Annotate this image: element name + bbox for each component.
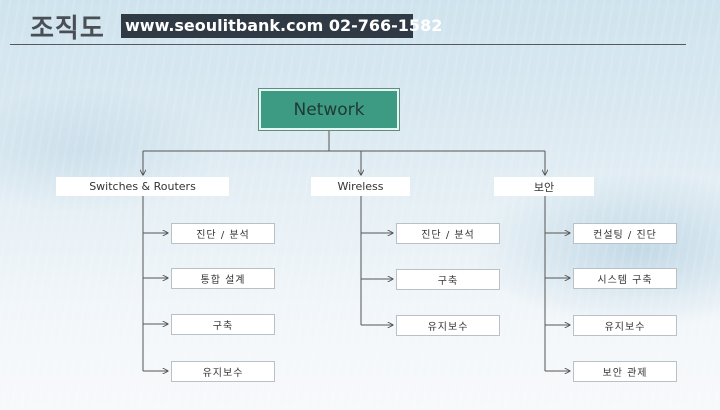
leaf-switches-build: 구축 [171, 314, 275, 335]
page-title: 조직도 [30, 14, 105, 44]
leaf-switches-integrated-design: 통합 설계 [171, 268, 275, 289]
leaf-switches-diagnosis: 진단 / 분석 [171, 223, 275, 244]
leaf-security-system-build: 시스템 구축 [573, 268, 677, 289]
leaf-wireless-build: 구축 [396, 269, 500, 290]
leaf-security-consulting: 컨설팅 / 진단 [573, 223, 677, 244]
leaf-switches-maintenance: 유지보수 [171, 361, 275, 382]
category-wireless: Wireless [311, 177, 410, 196]
contact-banner: www.seoulitbank.com 02-766-1582 [121, 14, 442, 38]
category-switches-routers: Switches & Routers [56, 177, 229, 196]
leaf-wireless-maintenance: 유지보수 [396, 315, 500, 336]
root-node-network: Network [259, 89, 399, 130]
leaf-wireless-diagnosis: 진단 / 분석 [396, 223, 500, 244]
category-security: 보안 [494, 177, 594, 196]
leaf-security-maintenance: 유지보수 [573, 315, 677, 336]
header-divider [10, 44, 686, 45]
leaf-security-monitoring: 보안 관제 [573, 361, 677, 382]
